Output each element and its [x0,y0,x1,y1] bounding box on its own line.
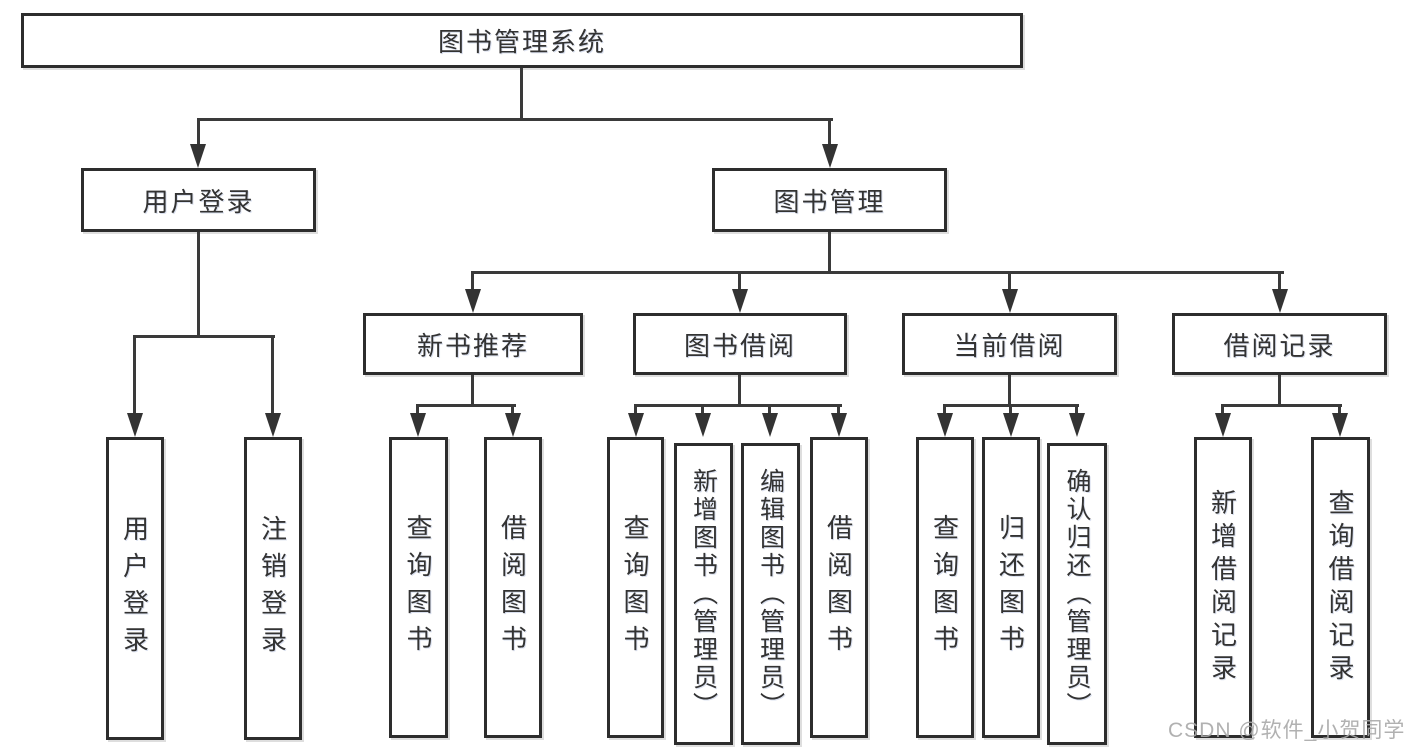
leaf-query-borrow-record: 查询借阅记录 [1311,437,1370,738]
leaf-borrow-books-borrowing: 借阅图书 [810,437,868,738]
csdn-watermark: CSDN @软件_小贺同学 [1168,714,1405,744]
leaf-query-books-recommend-label: 查询图书 [403,513,433,662]
connector-line [634,404,637,418]
arrowhead-down [762,413,778,437]
connector-line [837,404,840,418]
connector-line [943,404,946,418]
connector-line [416,404,419,418]
arrowhead-down [465,289,481,313]
connector-line [471,271,474,293]
connector-line [197,118,833,121]
leaf-confirm-return-admin: 确认归还（管理员） [1047,443,1107,745]
connector-line [1221,404,1224,418]
leaf-query-books-recommend: 查询图书 [389,437,448,738]
connector-line [133,335,136,417]
arrowhead-down [695,413,711,437]
arrowhead-down [1215,413,1231,437]
leaf-add-borrow-record-label: 新增借阅记录 [1207,488,1238,687]
arrowhead-down [1002,289,1018,313]
node-book-management: 图书管理 [712,168,947,232]
node-book-management-label: 图书管理 [773,186,886,217]
node-book-borrowing-label: 图书借阅 [683,330,796,361]
leaf-logout-label: 注销登录 [257,514,288,663]
connector-line [197,118,200,148]
arrowhead-down [505,413,521,437]
node-user-login-label: 用户登录 [142,186,255,217]
leaf-query-books-borrowing: 查询图书 [607,437,664,738]
node-current-borrowing: 当前借阅 [902,313,1117,375]
connector-line [634,404,842,407]
leaf-query-books-borrowing-label: 查询图书 [620,513,650,662]
node-book-borrowing: 图书借阅 [633,313,847,375]
connector-line [1009,404,1012,418]
connector-line [738,271,741,293]
node-borrowing-records: 借阅记录 [1172,313,1387,375]
connector-line [471,375,474,406]
leaf-add-books-admin: 新增图书（管理员） [674,443,733,745]
leaf-query-borrow-record-label: 查询借阅记录 [1325,488,1355,687]
node-current-borrowing-label: 当前借阅 [953,330,1066,361]
connector-line [1008,271,1011,293]
connector-line [1075,404,1078,418]
arrowhead-down [628,413,644,437]
node-root-label: 图书管理系统 [437,27,606,57]
connector-line [1338,404,1341,418]
arrowhead-down [937,413,953,437]
connector-line [520,68,523,120]
arrowhead-down [822,144,838,168]
leaf-confirm-return-admin-label: 确认归还（管理员） [1063,468,1091,720]
arrowhead-down [831,413,847,437]
leaf-query-books-current: 查询图书 [916,437,974,738]
node-borrowing-records-label: 借阅记录 [1223,330,1336,361]
connector-line [1221,404,1342,407]
connector-line [416,404,516,407]
leaf-edit-books-admin: 编辑图书（管理员） [741,443,800,745]
node-user-login: 用户登录 [81,168,316,232]
node-new-book-recommend: 新书推荐 [363,313,583,375]
leaf-edit-books-admin-label: 编辑图书（管理员） [756,468,785,720]
node-new-book-recommend-label: 新书推荐 [416,330,529,361]
arrowhead-down [265,413,281,437]
connector-line [1008,375,1011,406]
connector-line [133,335,275,338]
leaf-logout: 注销登录 [244,437,302,740]
leaf-add-borrow-record: 新增借阅记录 [1194,437,1252,738]
connector-line [738,375,741,406]
connector-line [271,335,274,417]
leaf-add-books-admin-label: 新增图书（管理员） [689,468,718,720]
arrowhead-down [1332,413,1348,437]
connector-line [1278,271,1281,293]
leaf-user-login-label: 用户登录 [119,514,150,663]
connector-line [768,404,771,418]
leaf-borrow-books-recommend: 借阅图书 [484,437,542,738]
leaf-return-books: 归还图书 [982,437,1040,738]
connector-line [197,232,200,338]
leaf-borrow-books-borrowing-label: 借阅图书 [823,513,854,662]
arrowhead-down [127,413,143,437]
arrowhead-down [1003,413,1019,437]
node-root-library-management-system: 图书管理系统 [21,13,1023,68]
arrowhead-down [732,289,748,313]
connector-line [511,404,514,418]
connector-line [828,232,831,274]
arrowhead-down [410,413,426,437]
arrowhead-down [190,144,206,168]
leaf-query-books-current-label: 查询图书 [929,513,960,662]
connector-line [1278,375,1281,406]
csdn-watermark-text: CSDN @软件_小贺同学 [1168,719,1405,742]
connector-line [471,271,1284,274]
leaf-return-books-label: 归还图书 [995,513,1026,662]
connector-line [828,118,831,148]
connector-line [701,404,704,418]
leaf-user-login: 用户登录 [106,437,164,740]
arrowhead-down [1069,413,1085,437]
arrowhead-down [1272,289,1288,313]
leaf-borrow-books-recommend-label: 借阅图书 [497,513,528,662]
